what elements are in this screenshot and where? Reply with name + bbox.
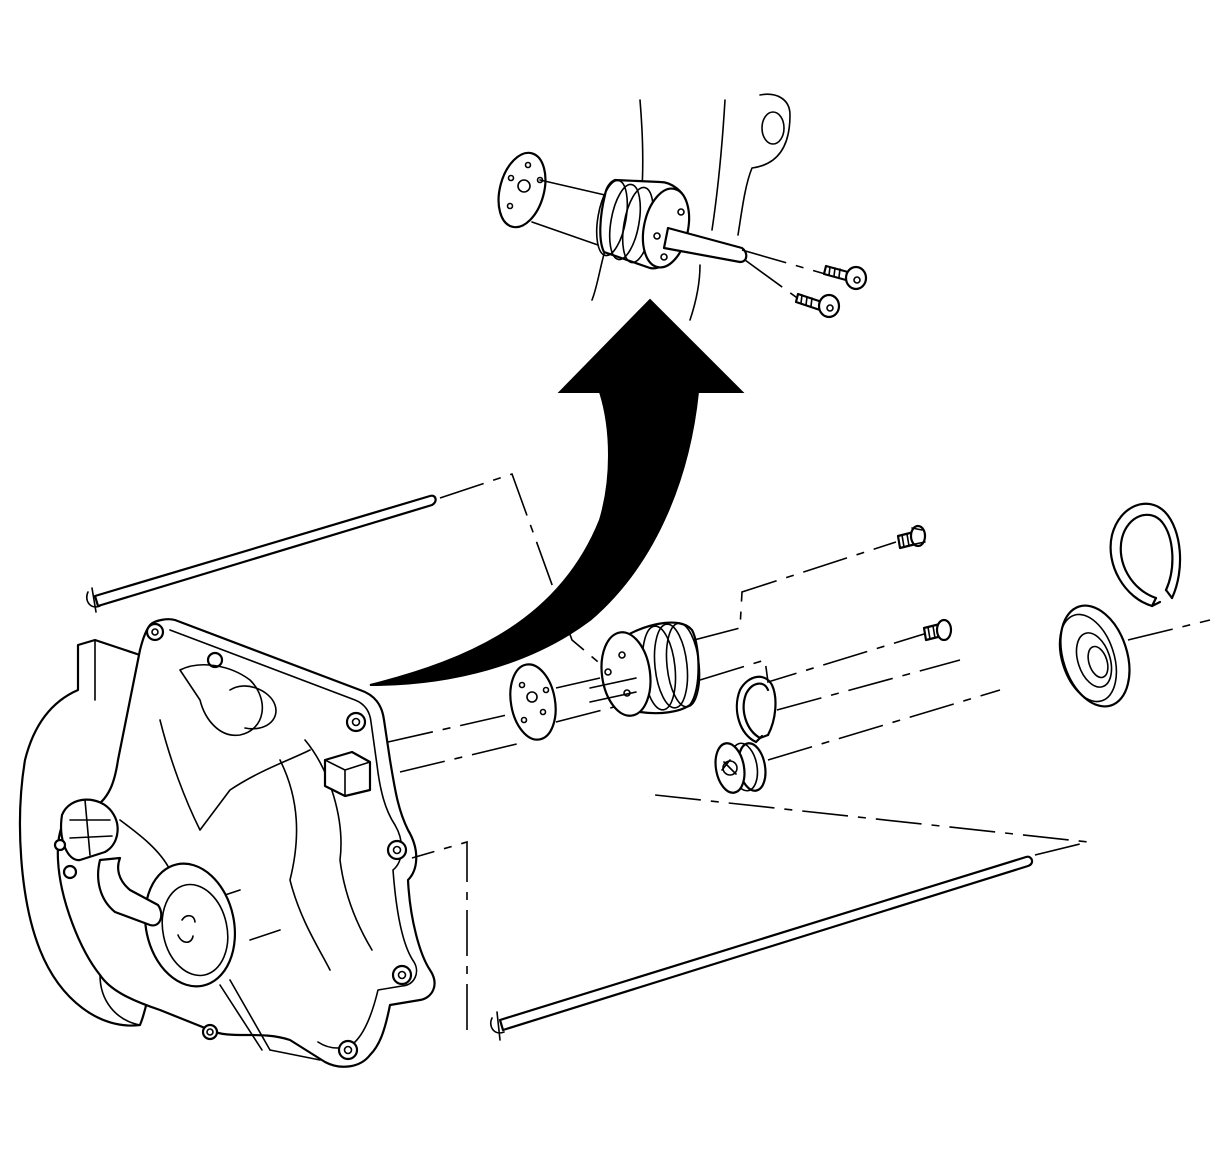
small-seal	[714, 742, 767, 794]
output-boss	[143, 862, 237, 988]
detail-bolt-upper	[822, 264, 868, 291]
exploded-bolt-upper	[896, 524, 927, 550]
detail-bolt-lower	[794, 292, 841, 319]
large-snap-ring	[1109, 502, 1182, 608]
small-snap-ring	[735, 675, 777, 744]
detail-view	[497, 93, 868, 321]
curved-arrow-icon	[369, 298, 745, 686]
large-seal-cover	[1058, 604, 1131, 708]
upper-long-rod	[85, 494, 437, 613]
lower-long-rod	[489, 855, 1034, 1041]
hose-fitting	[53, 798, 163, 927]
detail-housing-outline	[591, 93, 791, 321]
flange-bolt-holes	[145, 622, 413, 1061]
detail-housing-hole	[761, 111, 785, 145]
detail-piston	[595, 178, 691, 270]
detail-plate	[497, 151, 547, 229]
square-boss	[323, 750, 372, 798]
exploded-bolt-lower	[922, 618, 953, 642]
exploded-plate	[509, 663, 557, 741]
exploded-piston	[589, 621, 701, 717]
transmission-housing	[18, 618, 436, 1068]
detail-pin	[662, 226, 748, 264]
